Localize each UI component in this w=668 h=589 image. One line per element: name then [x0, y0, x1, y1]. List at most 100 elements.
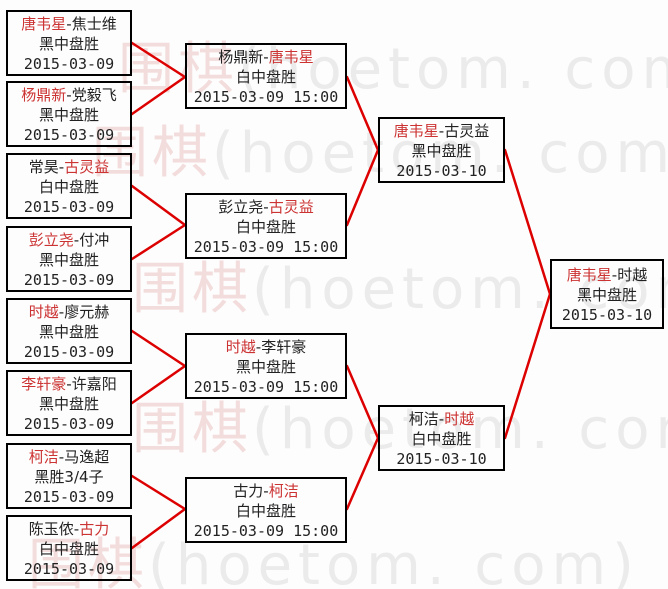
match-date: 2015-03-09 15:00 [193, 522, 339, 540]
player-name: 党毅飞 [71, 86, 117, 104]
player-name: 古灵益 [444, 122, 490, 140]
separator: - [438, 122, 445, 140]
player-name: 杨鼎新 [21, 86, 67, 104]
watermark: 围棋(hoetom. com) [132, 260, 668, 320]
match-players: 时越-李轩豪 [187, 337, 345, 357]
separator: - [66, 15, 72, 33]
match-date: 2015-03-10 [396, 162, 487, 180]
player-name: 时越 [225, 338, 256, 356]
separator: - [255, 338, 262, 356]
match-date: 2015-03-09 [23, 126, 115, 144]
match-result: 黑中盘胜 [576, 286, 637, 304]
match-box-round1-3: 常昊-古灵益 白中盘胜 2015-03-09 [6, 153, 132, 219]
player-name: 古力 [233, 482, 264, 500]
watermark-latin: (hoetom. com) [212, 121, 668, 186]
match-box-round1-2: 杨鼎新-党毅飞 黑中盘胜 2015-03-09 [6, 81, 132, 147]
player-name: 陈玉侬 [28, 520, 74, 538]
connector-line [345, 75, 380, 152]
match-result: 白中盘胜 [38, 540, 99, 558]
match-players: 杨鼎新-党毅飞 [8, 85, 130, 105]
player-name: 唐韦星 [268, 48, 314, 66]
match-box-round2-4: 古力-柯洁 白中盘胜 2015-03-09 15:00 [185, 477, 347, 543]
connector-line [130, 184, 187, 227]
player-name: 古力 [79, 520, 110, 538]
player-name: 唐韦星 [21, 15, 67, 33]
match-result: 黑中盘胜 [38, 323, 99, 341]
separator: - [66, 375, 72, 393]
separator: - [58, 448, 65, 466]
match-box-round2-1: 杨鼎新-唐韦星 白中盘胜 2015-03-09 15:00 [185, 43, 347, 109]
match-date: 2015-03-10 [561, 306, 653, 324]
match-date: 2015-03-09 15:00 [193, 238, 339, 256]
match-box-final: 唐韦星-时越 黑中盘胜 2015-03-10 [550, 259, 664, 329]
player-name: 时越 [617, 266, 648, 284]
match-result: 黑中盘胜 [38, 35, 99, 53]
watermark-latin: (hoetom. com) [148, 533, 640, 589]
match-result: 黑中盘胜 [38, 395, 99, 413]
match-date: 2015-03-09 [23, 415, 115, 433]
player-name: 古灵益 [64, 158, 110, 176]
player-name: 彭立尧 [218, 198, 264, 216]
player-name: 古灵益 [268, 198, 314, 216]
player-name: 杨鼎新 [218, 48, 264, 66]
match-box-round1-6: 李轩豪-许嘉阳 黑中盘胜 2015-03-09 [6, 370, 132, 436]
separator: - [263, 198, 269, 216]
separator: - [611, 266, 618, 284]
match-result: 白中盘胜 [411, 430, 472, 448]
match-result: 黑中盘胜 [38, 106, 99, 124]
connector-line [130, 364, 187, 405]
match-players: 唐韦星-焦士维 [8, 14, 130, 34]
player-name: 唐韦星 [566, 266, 612, 284]
match-date: 2015-03-09 [23, 488, 115, 506]
player-name: 廖元赫 [64, 303, 110, 321]
match-players: 陈玉侬-古力 [8, 519, 130, 539]
player-name: 时越 [28, 303, 59, 321]
connector-line [130, 41, 187, 79]
match-players: 古力-柯洁 [187, 481, 345, 501]
player-name: 许嘉阳 [71, 375, 117, 393]
match-date: 2015-03-09 15:00 [193, 88, 339, 106]
player-name: 常昊 [28, 158, 59, 176]
watermark-latin: (hoetom. com) [252, 257, 668, 322]
match-box-round2-3: 时越-李轩豪 黑中盘胜 2015-03-09 15:00 [185, 333, 347, 399]
match-players: 柯洁-时越 [380, 409, 503, 429]
separator: - [73, 520, 80, 538]
match-date: 2015-03-09 15:00 [193, 378, 339, 396]
connector-line [130, 223, 187, 261]
separator: - [263, 48, 269, 66]
player-name: 马逸超 [64, 448, 110, 466]
match-players: 时越-廖元赫 [8, 302, 130, 322]
match-players: 杨鼎新-唐韦星 [187, 47, 345, 67]
match-date: 2015-03-09 [23, 560, 115, 578]
connector-line [130, 474, 187, 511]
connector-line [130, 75, 187, 116]
player-name: 柯洁 [268, 482, 299, 500]
match-result: 黑胜3/4子 [34, 468, 104, 486]
player-name: 李轩豪 [261, 338, 307, 356]
match-date: 2015-03-10 [396, 450, 487, 468]
watermark-latin: (hoetom. com) [252, 397, 668, 462]
separator: - [263, 482, 269, 500]
connector-line [130, 329, 187, 368]
match-result: 黑中盘胜 [38, 251, 99, 269]
separator: - [66, 86, 72, 104]
player-name: 柯洁 [408, 410, 439, 428]
connector-line [130, 507, 187, 550]
player-name: 焦士维 [71, 15, 117, 33]
watermark-cjk: 围棋 [132, 397, 252, 462]
player-name: 时越 [444, 410, 475, 428]
connector-line [345, 148, 380, 227]
connector-line [345, 436, 380, 511]
match-players: 唐韦星-古灵益 [380, 121, 503, 141]
match-players: 唐韦星-时越 [552, 265, 662, 285]
match-box-round1-7: 柯洁-马逸超 黑胜3/4子 2015-03-09 [6, 443, 132, 509]
match-box-round1-4: 彭立尧-付冲 黑中盘胜 2015-03-09 [6, 226, 132, 292]
match-date: 2015-03-09 [23, 271, 115, 289]
watermark-cjk: 围棋 [132, 257, 252, 322]
match-result: 白中盘胜 [235, 68, 296, 86]
watermark: 围棋(hoetom. com) [132, 400, 668, 460]
player-name: 付冲 [79, 231, 110, 249]
player-name: 柯洁 [28, 448, 59, 466]
